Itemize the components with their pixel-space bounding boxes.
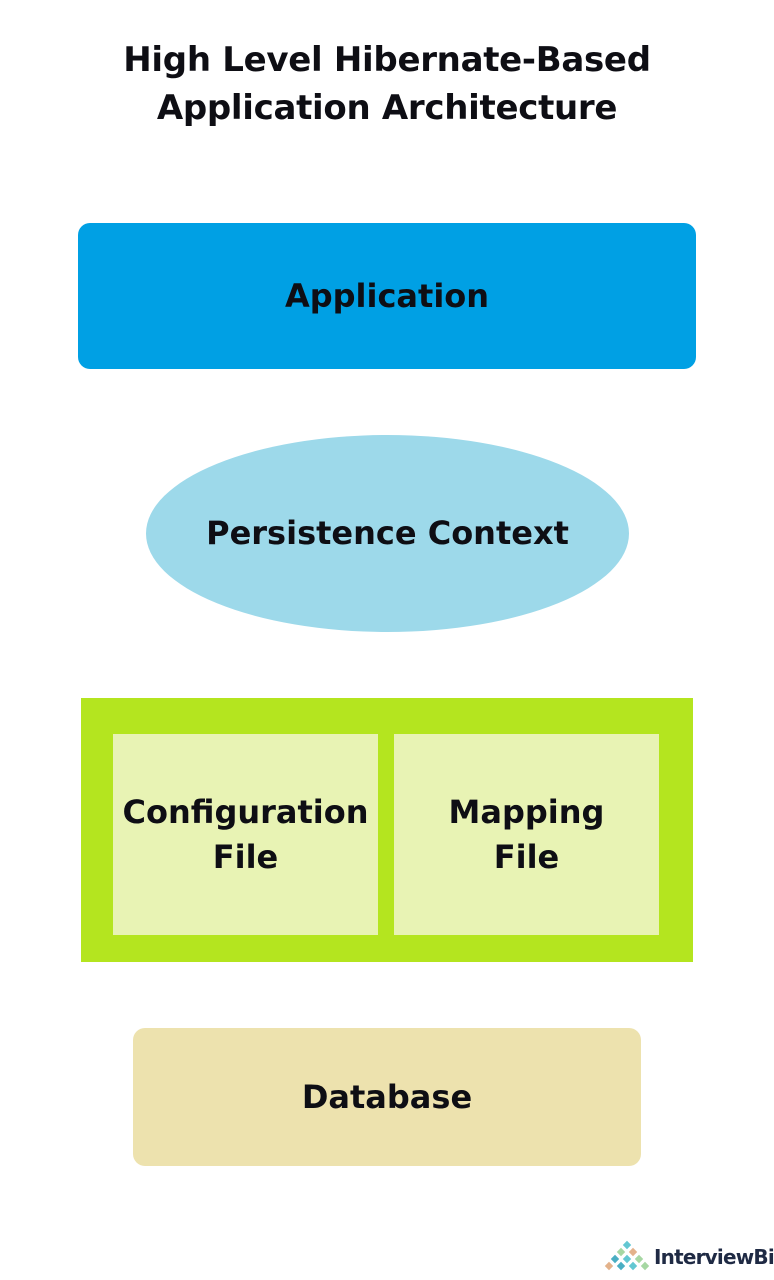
brand-name: InterviewBit: [654, 1245, 774, 1269]
database-node: Database: [133, 1028, 641, 1166]
logo-diamond: [628, 1261, 638, 1271]
configuration-file-label-line-1: Configuration: [122, 792, 369, 831]
database-label: Database: [301, 1077, 473, 1116]
application-label: Application: [284, 276, 490, 315]
configuration-file-node: Configuration File: [113, 734, 378, 935]
mapping-file-label-line-2: File: [493, 837, 560, 876]
diagram-title-line-1: High Level Hibernate-Based: [123, 40, 651, 80]
logo-diamond: [622, 1254, 632, 1264]
interviewbit-logo-icon: [604, 1240, 650, 1271]
interviewbit-logo: InterviewBit: [604, 1240, 774, 1274]
logo-diamond: [622, 1240, 632, 1250]
diagram-title-line-2: Application Architecture: [156, 88, 618, 128]
mapping-file-node: Mapping File: [394, 734, 659, 935]
mapping-file-label: Mapping File: [449, 790, 605, 880]
application-node: Application: [78, 223, 696, 369]
logo-diamond: [604, 1261, 614, 1271]
mapping-file-label-line-1: Mapping: [448, 792, 605, 831]
configuration-file-label: Configuration File: [122, 790, 368, 880]
persistence-context-node: Persistence Context: [146, 435, 629, 632]
logo-diamond: [640, 1261, 650, 1271]
logo-diamond: [634, 1254, 644, 1264]
logo-diamond: [628, 1247, 638, 1257]
logo-diamond: [610, 1254, 620, 1264]
diagram-title: High Level Hibernate-Based Application A…: [0, 36, 774, 132]
logo-diamond: [616, 1247, 626, 1257]
persistence-context-label: Persistence Context: [206, 514, 569, 552]
logo-diamond: [616, 1261, 626, 1271]
configuration-file-label-line-2: File: [212, 837, 279, 876]
configuration-group-container: Configuration File Mapping File: [81, 698, 693, 962]
